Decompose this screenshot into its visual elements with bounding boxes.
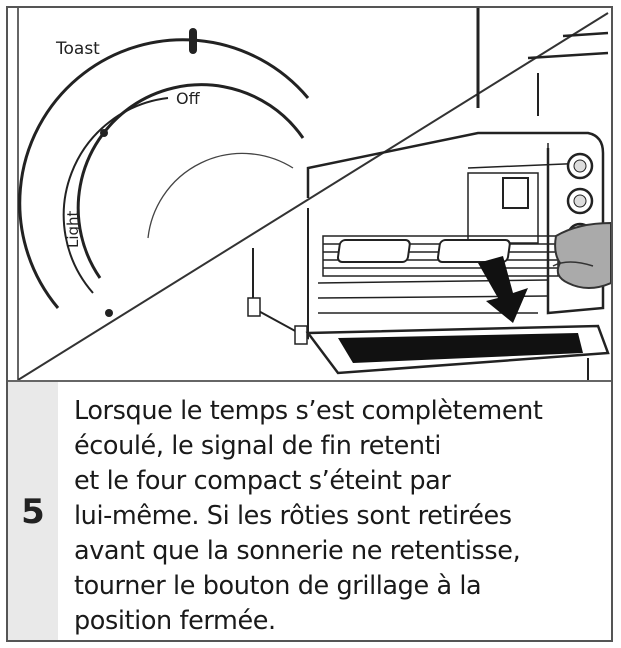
toaster-oven-illustration: Toast Off Light [17,8,611,380]
step-line: tourner le bouton de grillage à la [74,571,482,601]
step-line: Lorsque le temps s’est complètement [74,396,543,426]
illustration-panel: Toast Off Light [8,8,611,382]
arrow-down-right-icon [478,256,528,323]
toaster-oven-icon [247,131,610,380]
step-line: position fermée. [74,606,276,636]
step-instructions: Lorsque le temps s’est complètement écou… [74,394,604,639]
step-number: 5 [21,492,45,532]
step-line: lui-même. Si les rôties sont retirées [74,501,512,531]
dial-label-light: Light [64,210,82,248]
hand-icon [552,221,611,289]
dial-label-toast: Toast [55,39,100,59]
step-line: et le four compact s’éteint par [74,466,451,496]
step-line: avant que la sonnerie ne retentisse, [74,536,521,566]
step-line: écoulé, le signal de fin retenti [74,431,441,461]
dial-knob-icon: Toast Off Light [18,28,310,317]
dial-label-off: Off [176,89,201,108]
step-section: 5 Lorsque le temps s’est complètement éc… [8,382,611,640]
step-number-column: 5 [8,382,58,640]
instruction-card: Toast Off Light [6,6,613,642]
